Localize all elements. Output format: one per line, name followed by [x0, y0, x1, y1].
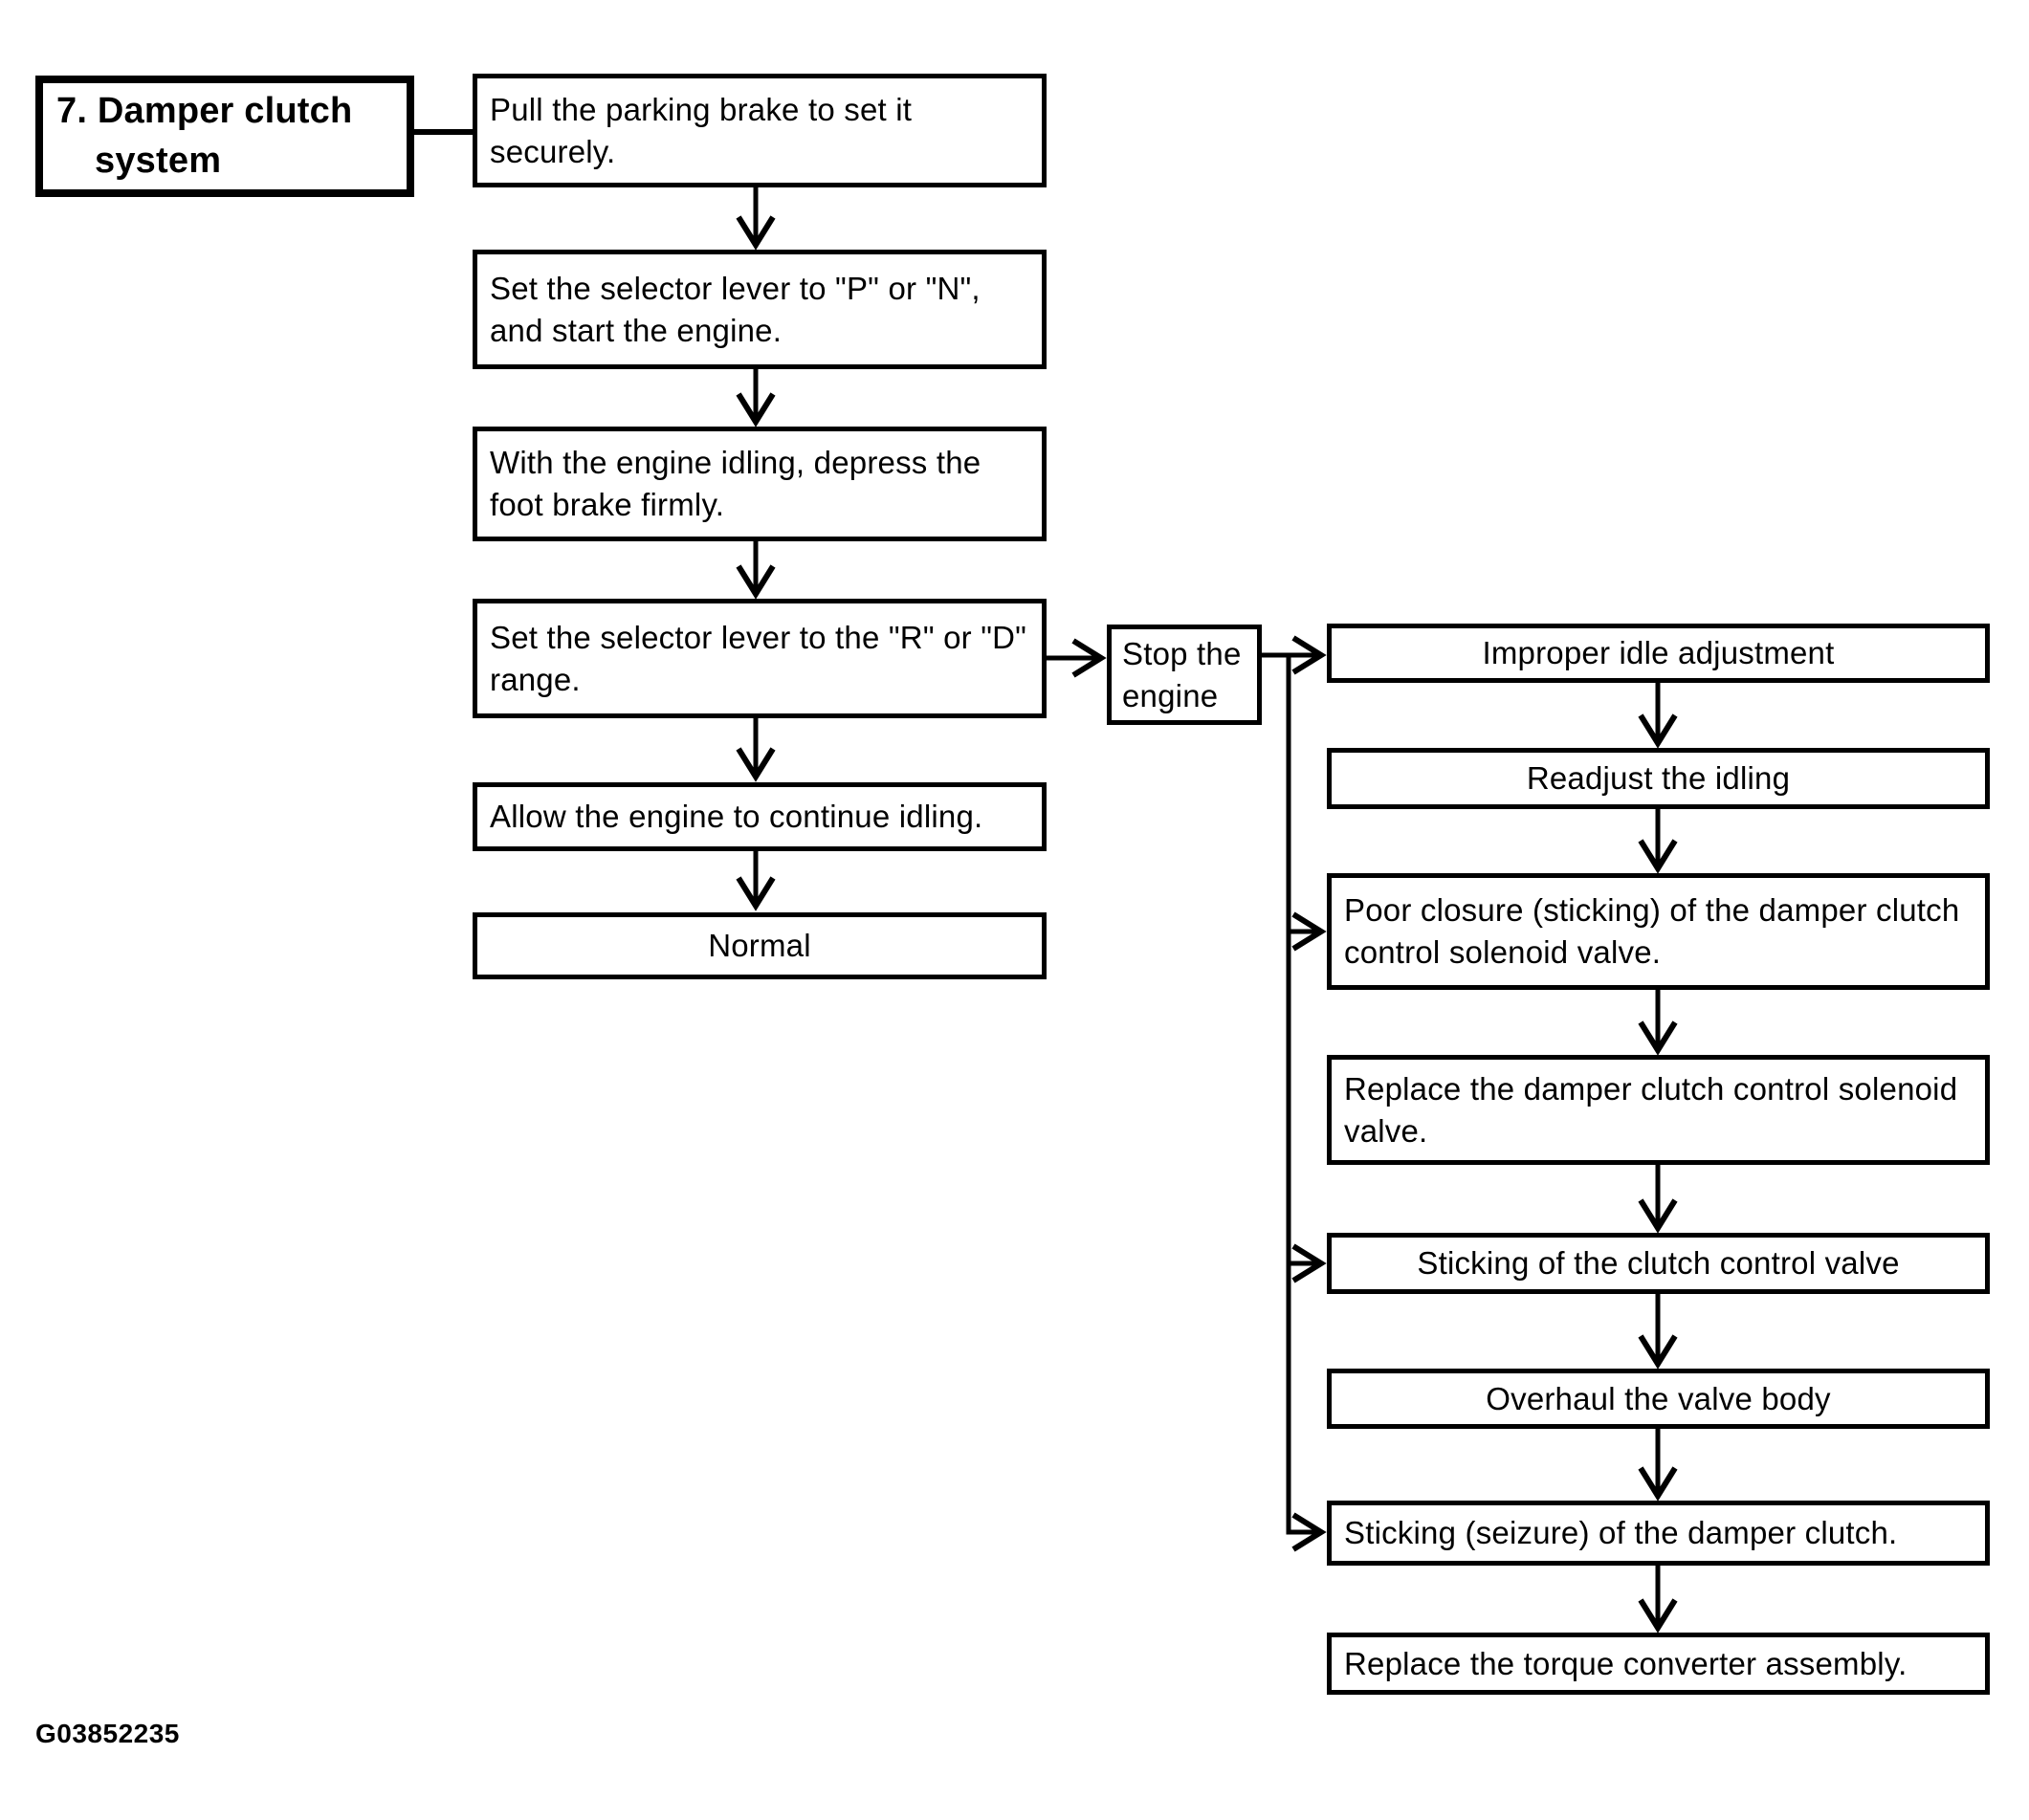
- flow-node-sticking-clutch-control-valve: Sticking of the clutch control valve: [1327, 1233, 1990, 1294]
- title-line2: system: [95, 140, 222, 181]
- node-text: Allow the engine to continue idling.: [490, 799, 983, 835]
- title-line1: 7. Damper clutch: [56, 91, 353, 132]
- title-text: 7. Damper clutch system: [56, 87, 352, 186]
- node-text: Sticking (seizure) of the damper clutch.: [1344, 1515, 1898, 1551]
- node-text: Set the selector lever to the "R" or "D"…: [490, 619, 1027, 697]
- node-text: Replace the damper clutch control soleno…: [1344, 1070, 1958, 1149]
- flow-node-overhaul-valve-body: Overhaul the valve body: [1327, 1369, 1990, 1429]
- flow-node-continue-idling: Allow the engine to continue idling.: [473, 782, 1047, 851]
- flow-node-normal: Normal: [473, 912, 1047, 979]
- node-text: Readjust the idling: [1526, 760, 1791, 797]
- flow-node-readjust-idling: Readjust the idling: [1327, 748, 1990, 809]
- node-text: Replace the torque converter assembly.: [1344, 1645, 1908, 1681]
- node-text: Set the selector lever to "P" or "N", an…: [490, 270, 981, 348]
- node-text: Overhaul the valve body: [1486, 1380, 1831, 1416]
- flow-node-set-selector-p-n: Set the selector lever to "P" or "N", an…: [473, 250, 1047, 369]
- title-node: 7. Damper clutch system: [35, 76, 414, 197]
- flow-node-poor-closure-solenoid: Poor closure (sticking) of the damper cl…: [1327, 873, 1990, 990]
- node-text: Normal: [708, 928, 811, 964]
- node-text: Improper idle adjustment: [1482, 635, 1835, 671]
- flow-node-pull-parking-brake: Pull the parking brake to set it securel…: [473, 74, 1047, 187]
- flow-node-replace-solenoid-valve: Replace the damper clutch control soleno…: [1327, 1055, 1990, 1165]
- flow-node-replace-torque-converter: Replace the torque converter assembly.: [1327, 1633, 1990, 1695]
- flow-node-sticking-damper-clutch: Sticking (seizure) of the damper clutch.: [1327, 1501, 1990, 1566]
- flow-node-improper-idle-adjustment: Improper idle adjustment: [1327, 624, 1990, 683]
- flow-node-depress-foot-brake: With the engine idling, depress the foot…: [473, 427, 1047, 541]
- node-text: Pull the parking brake to set it securel…: [490, 91, 913, 169]
- figure-id-label: G03852235: [35, 1719, 180, 1748]
- flow-node-stop-engine: Stop the engine: [1107, 625, 1262, 725]
- node-text: Poor closure (sticking) of the damper cl…: [1344, 892, 1960, 970]
- node-text: Sticking of the clutch control valve: [1417, 1245, 1900, 1282]
- flow-node-set-selector-r-d: Set the selector lever to the "R" or "D"…: [473, 599, 1047, 718]
- node-text: Stop the engine: [1122, 635, 1242, 713]
- arrow-trunk-to-sticking-damper-clutch: [1286, 655, 1327, 1552]
- node-text: With the engine idling, depress the foot…: [490, 445, 981, 522]
